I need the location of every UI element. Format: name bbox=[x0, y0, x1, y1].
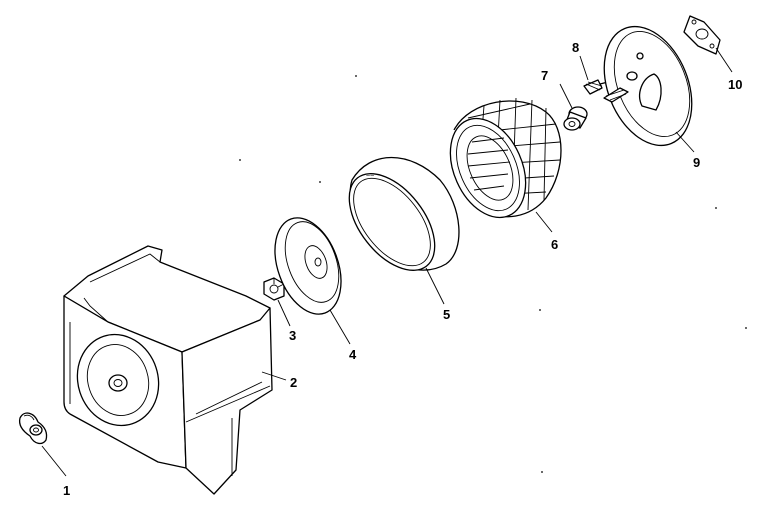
part-label-2: 2 bbox=[290, 375, 297, 390]
part-label-3: 3 bbox=[289, 328, 296, 343]
leader-lines bbox=[41, 47, 733, 477]
gasket-drawing bbox=[683, 15, 721, 55]
leader-3 bbox=[277, 299, 291, 327]
part-label-8: 8 bbox=[572, 40, 579, 55]
screw-drawing bbox=[583, 79, 609, 95]
svg-text:~~: ~~ bbox=[366, 173, 374, 180]
leader-7 bbox=[559, 83, 573, 109]
base-plate-drawing bbox=[603, 25, 693, 147]
part-label-1: 1 bbox=[63, 483, 70, 498]
leader-10 bbox=[715, 47, 733, 73]
part-label-7: 7 bbox=[541, 68, 548, 83]
wing-nut-drawing bbox=[18, 412, 48, 445]
pre-cleaner-drawing: ~~ bbox=[348, 157, 460, 271]
plate-drawing bbox=[274, 217, 342, 315]
part-label-5: 5 bbox=[443, 307, 450, 322]
spacer-drawing bbox=[563, 106, 588, 131]
part-label-10: 10 bbox=[728, 77, 742, 92]
air-filter-cartridge-drawing bbox=[449, 97, 562, 219]
air-cleaner-cover-drawing bbox=[63, 245, 273, 495]
leader-9 bbox=[675, 131, 695, 153]
leader-2 bbox=[261, 371, 287, 381]
part-label-9: 9 bbox=[693, 155, 700, 170]
leader-6 bbox=[535, 211, 553, 233]
part-label-4: 4 bbox=[349, 347, 357, 362]
leader-4 bbox=[329, 309, 351, 345]
nut-drawing bbox=[263, 277, 285, 301]
leader-1 bbox=[41, 445, 67, 477]
part-label-6: 6 bbox=[551, 237, 558, 252]
leader-5 bbox=[425, 267, 445, 305]
leader-8 bbox=[579, 55, 589, 81]
scan-specks bbox=[239, 75, 747, 473]
part-number-labels: 1 2 3 4 5 6 7 8 9 10 bbox=[63, 40, 742, 498]
